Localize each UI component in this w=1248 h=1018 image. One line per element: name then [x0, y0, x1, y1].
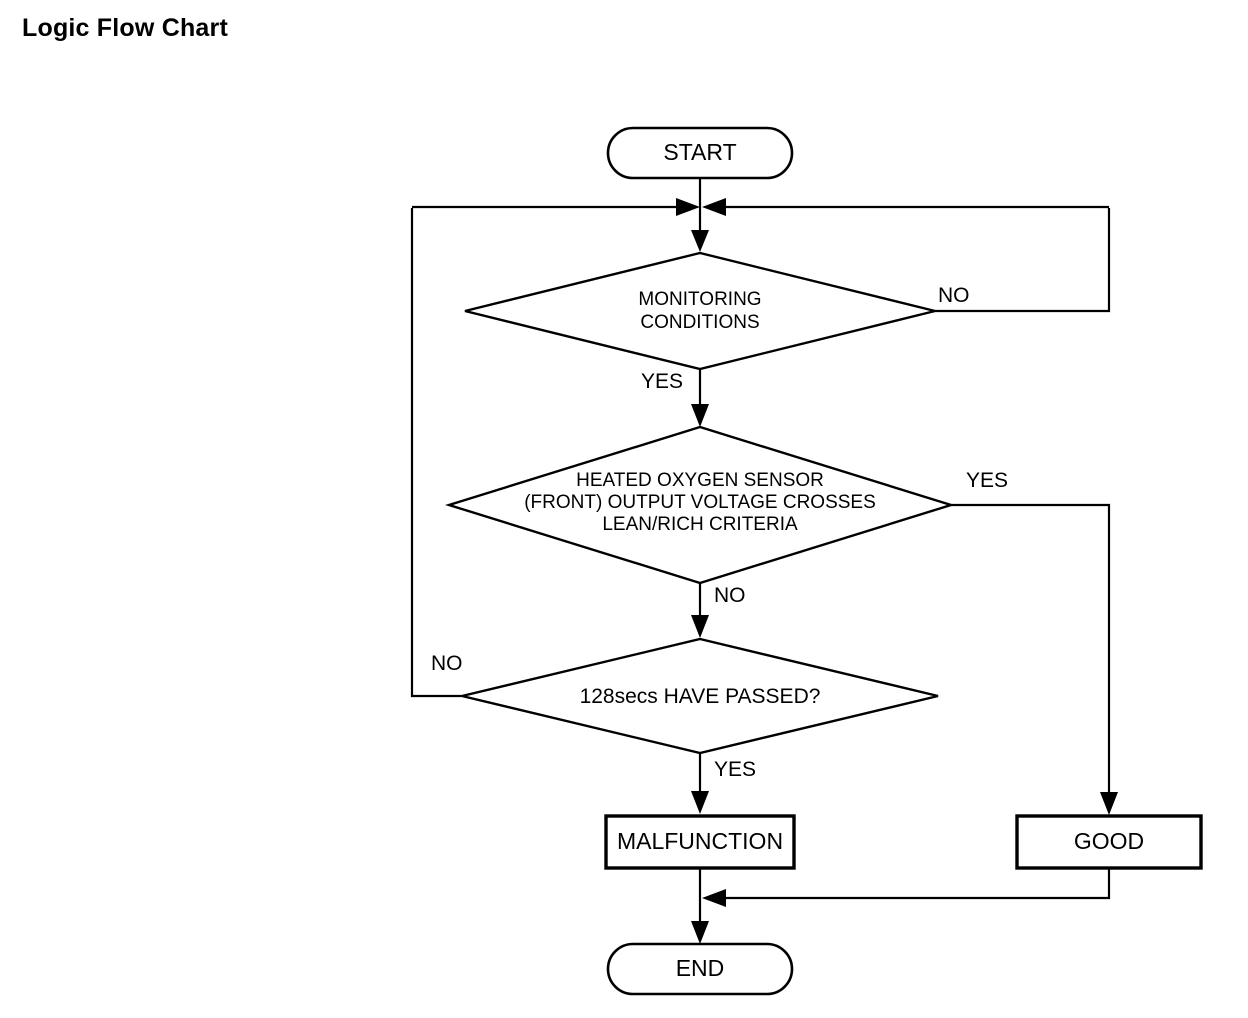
sensor-label-line2: (FRONT) OUTPUT VOLTAGE CROSSES [524, 492, 876, 513]
arrow-to-sensor-icon [691, 404, 709, 427]
edge-label-timer-no: NO [431, 652, 463, 675]
node-good: GOOD [1015, 814, 1203, 870]
edge-label-sensor-no: NO [714, 584, 746, 607]
start-label: START [663, 139, 736, 165]
node-monitoring-conditions: MONITORING CONDITIONS [464, 251, 936, 371]
malfunction-label: MALFUNCTION [617, 828, 783, 854]
node-start: START [606, 126, 794, 180]
sensor-label-line1: HEATED OXYGEN SENSOR [576, 470, 824, 491]
monitor-diamond-shape [464, 251, 936, 371]
edge-timer-no [410, 208, 462, 698]
sensor-label-line3: LEAN/RICH CRITERIA [602, 514, 798, 535]
edge-label-monitor-no: NO [938, 284, 970, 307]
page-title: Logic Flow Chart [22, 14, 228, 42]
arrow-to-malfunction-icon [691, 791, 709, 814]
good-label: GOOD [1074, 828, 1144, 854]
good-shape [1015, 814, 1203, 870]
node-malfunction: MALFUNCTION [604, 814, 796, 870]
edge-label-monitor-yes: YES [641, 370, 683, 393]
junction-arrow-from-left-icon [676, 198, 700, 216]
malfunction-shape [604, 814, 796, 870]
edge-sensor-yes [951, 503, 1111, 806]
junction-arrow-from-right-icon [702, 198, 726, 216]
edge-monitor-no [935, 208, 1111, 313]
timer-label: 128secs HAVE PASSED? [580, 685, 821, 708]
monitor-label-line1: MONITORING [638, 289, 761, 310]
node-128secs-passed: 128secs HAVE PASSED? [461, 637, 939, 755]
node-end: END [606, 942, 794, 996]
edge-good-to-end [706, 868, 1111, 900]
arrow-to-monitor-icon [691, 230, 709, 252]
end-shape [606, 942, 794, 996]
end-label: END [676, 955, 725, 981]
node-heated-oxygen-sensor: HEATED OXYGEN SENSOR (FRONT) OUTPUT VOLT… [444, 425, 956, 585]
edge-label-sensor-yes: YES [966, 469, 1008, 492]
monitor-label-line2: CONDITIONS [640, 312, 759, 333]
arrow-to-timer-icon [691, 615, 709, 638]
arrow-to-good-icon [1100, 792, 1118, 815]
arrow-to-end-icon [691, 921, 709, 944]
arrow-merge-from-good-icon [702, 889, 726, 907]
edge-label-timer-yes: YES [714, 758, 756, 781]
